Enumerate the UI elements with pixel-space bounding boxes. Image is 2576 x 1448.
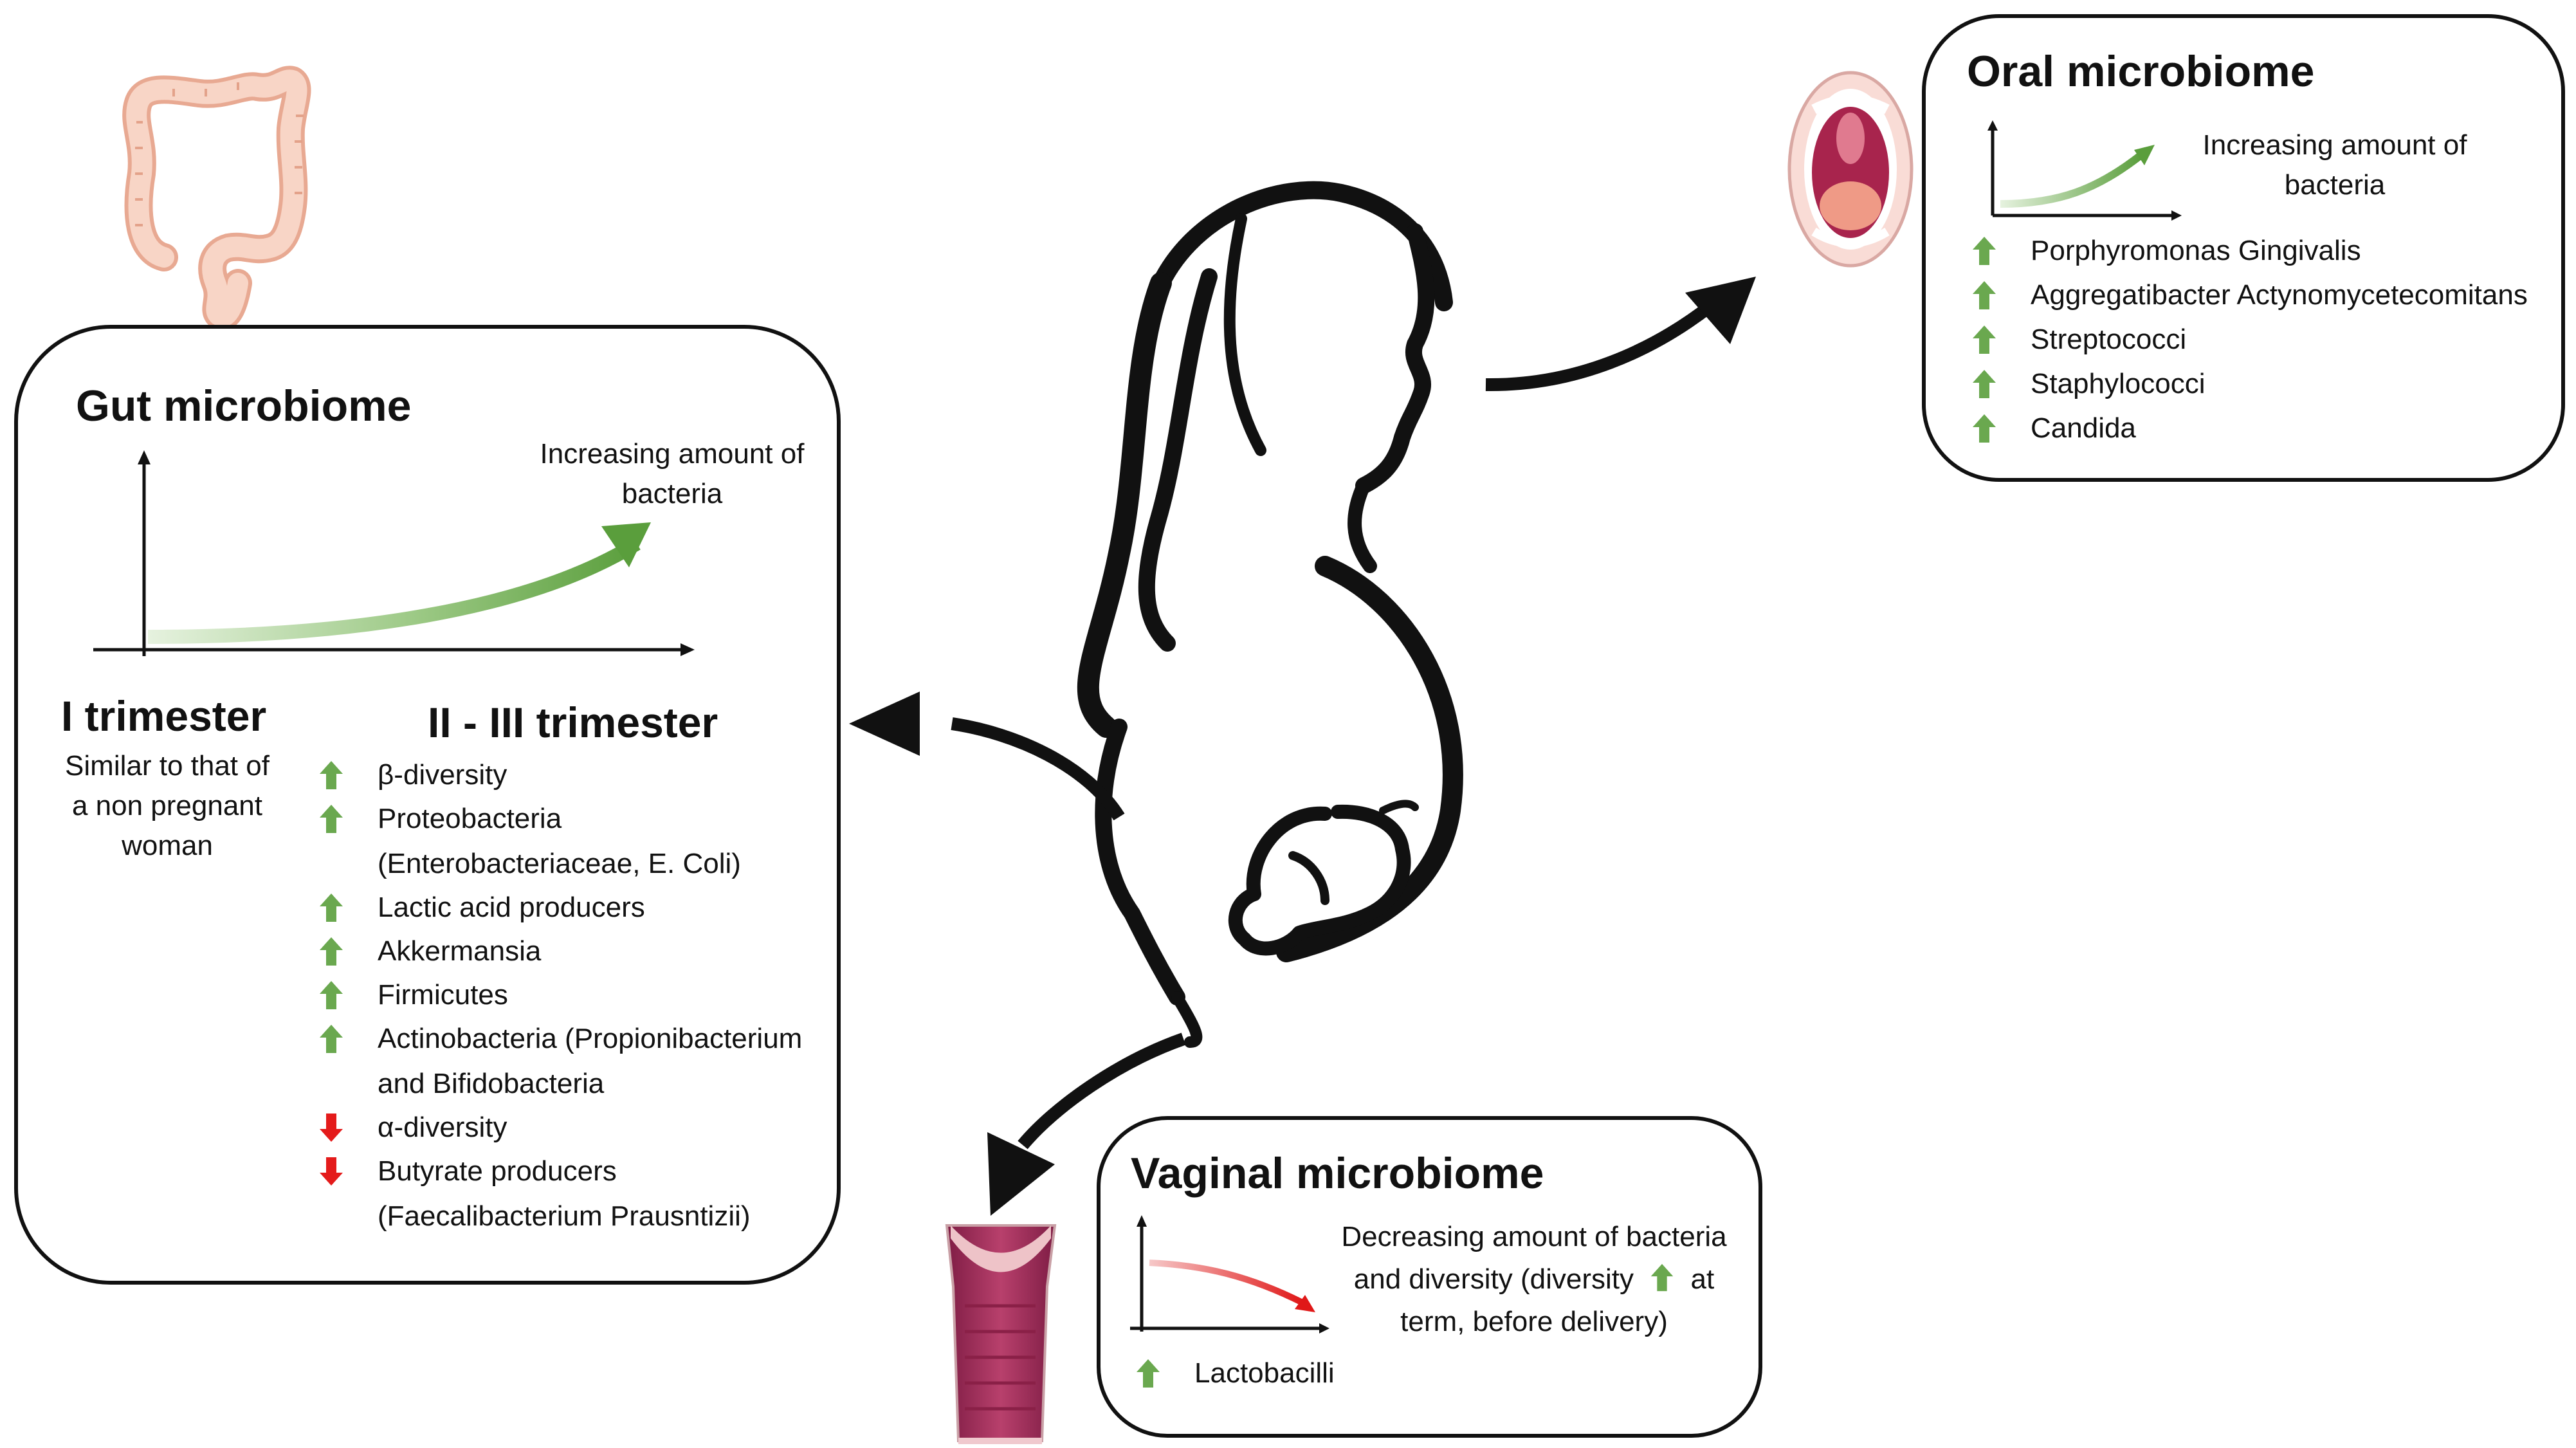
first-trimester-line2: a non pregnant xyxy=(71,790,263,821)
gut-trend-line2: bacteria xyxy=(621,478,723,509)
oral-item: Staphylococci xyxy=(1971,368,2205,400)
up-arrow-icon xyxy=(320,1025,343,1053)
down-arrow-icon xyxy=(320,1113,343,1142)
vaginal-trend-graph xyxy=(1130,1215,1329,1333)
vaginal-trend-line2: and diversity (diversity at xyxy=(1315,1258,1753,1301)
oral-item-label: Staphylococci xyxy=(2031,368,2206,399)
vaginal-item-label: Lactobacilli xyxy=(1194,1357,1335,1389)
oral-item-label: Streptococci xyxy=(2031,324,2187,355)
gut-item-continuation: (Faecalibacterium Prausntizii) xyxy=(378,1200,751,1232)
up-arrow-icon xyxy=(1137,1359,1160,1388)
arrow-to-vaginal xyxy=(987,1032,1186,1216)
down-arrow-icon xyxy=(320,1157,343,1186)
up-arrow-icon xyxy=(1973,414,1996,443)
gut-item: β-diversity xyxy=(318,759,507,791)
arrow-to-gut xyxy=(849,692,1125,821)
vaginal-trend-line2b: at xyxy=(1690,1263,1715,1295)
gut-item: Firmicutes xyxy=(318,979,508,1011)
up-arrow-icon xyxy=(320,894,343,922)
oral-item: Candida xyxy=(1971,412,2136,444)
up-arrow-icon xyxy=(1973,370,1996,398)
gut-item: Actinobacteria (Propionibacterium xyxy=(318,1023,802,1055)
gut-item-label: Actinobacteria (Propionibacterium xyxy=(378,1023,803,1054)
first-trimester-line3: woman xyxy=(122,830,213,861)
vaginal-trend-line1: Decreasing amount of bacteria xyxy=(1341,1221,1727,1252)
gut-item-label: Butyrate producers xyxy=(378,1155,617,1187)
oral-trend-line2: bacteria xyxy=(2284,169,2386,201)
gut-item: α-diversity xyxy=(318,1112,507,1144)
vaginal-trend-label: Decreasing amount of bacteria and divers… xyxy=(1315,1216,1753,1343)
gut-item: Lactic acid producers xyxy=(318,892,645,924)
up-arrow-icon xyxy=(320,805,343,833)
gut-item-continuation: and Bifidobacteria xyxy=(378,1068,605,1099)
up-arrow-icon xyxy=(1973,325,1996,354)
gut-item-label: Akkermansia xyxy=(378,935,542,967)
open-mouth-icon xyxy=(1787,71,1914,268)
oral-item-label: Aggregatibacter Actynomycetecomitans xyxy=(2031,279,2528,311)
gut-item: Akkermansia xyxy=(318,935,541,967)
oral-trend-graph xyxy=(1987,120,2182,221)
gut-panel-title: Gut microbiome xyxy=(76,381,412,430)
large-intestine-icon xyxy=(122,66,311,331)
gut-trend-label: Increasing amount of bacteria xyxy=(502,434,843,514)
oral-panel-title: Oral microbiome xyxy=(1967,47,2315,96)
gut-item: Proteobacteria xyxy=(318,803,562,835)
oral-item: Aggregatibacter Actynomycetecomitans xyxy=(1971,279,2528,311)
gut-item-label: Lactic acid producers xyxy=(378,892,645,923)
first-trimester-line1: Similar to that of xyxy=(65,750,269,782)
arrow-to-oral xyxy=(1485,277,1756,392)
oral-microbiome-panel xyxy=(1922,14,2565,482)
up-arrow-icon xyxy=(320,761,343,789)
vaginal-canal-icon xyxy=(945,1224,1057,1444)
up-arrow-icon xyxy=(1973,281,1996,309)
gut-microbiome-panel xyxy=(14,325,841,1285)
gut-trend-graph xyxy=(93,450,695,656)
gut-item-continuation: (Enterobacteriaceae, E. Coli) xyxy=(378,848,741,879)
vaginal-panel-title: Vaginal microbiome xyxy=(1131,1149,1544,1198)
oral-item: Porphyromonas Gingivalis xyxy=(1971,235,2361,267)
up-arrow-icon xyxy=(320,937,343,966)
first-trimester-heading: I trimester xyxy=(61,692,267,740)
up-arrow-icon xyxy=(1973,237,1996,265)
gut-item-label: Firmicutes xyxy=(378,979,508,1011)
oral-item-label: Candida xyxy=(2031,412,2136,444)
oral-item: Streptococci xyxy=(1971,324,2186,356)
oral-trend-line1: Increasing amount of xyxy=(2202,129,2467,161)
first-trimester-text: Similar to that of a non pregnant woman xyxy=(39,746,296,866)
up-arrow-icon xyxy=(1651,1263,1674,1292)
gut-item: Butyrate producers xyxy=(318,1155,617,1187)
vaginal-trend-line3: term, before delivery) xyxy=(1400,1306,1668,1337)
gut-item-label: Proteobacteria xyxy=(378,803,562,834)
vaginal-microbiome-panel xyxy=(1097,1116,1762,1438)
vaginal-item: Lactobacilli xyxy=(1135,1357,1335,1389)
up-arrow-icon xyxy=(320,981,343,1009)
gut-trend-line1: Increasing amount of xyxy=(540,438,805,470)
second-third-trimester-heading: II - III trimester xyxy=(428,699,718,746)
gut-item-label: α-diversity xyxy=(378,1112,507,1143)
oral-trend-label: Increasing amount of bacteria xyxy=(2168,125,2502,205)
pregnant-woman-silhouette-icon xyxy=(1077,181,1463,1048)
oral-item-label: Porphyromonas Gingivalis xyxy=(2031,235,2361,266)
gut-item-label: β-diversity xyxy=(378,759,507,791)
vaginal-trend-line2a: and diversity (diversity xyxy=(1353,1263,1634,1295)
